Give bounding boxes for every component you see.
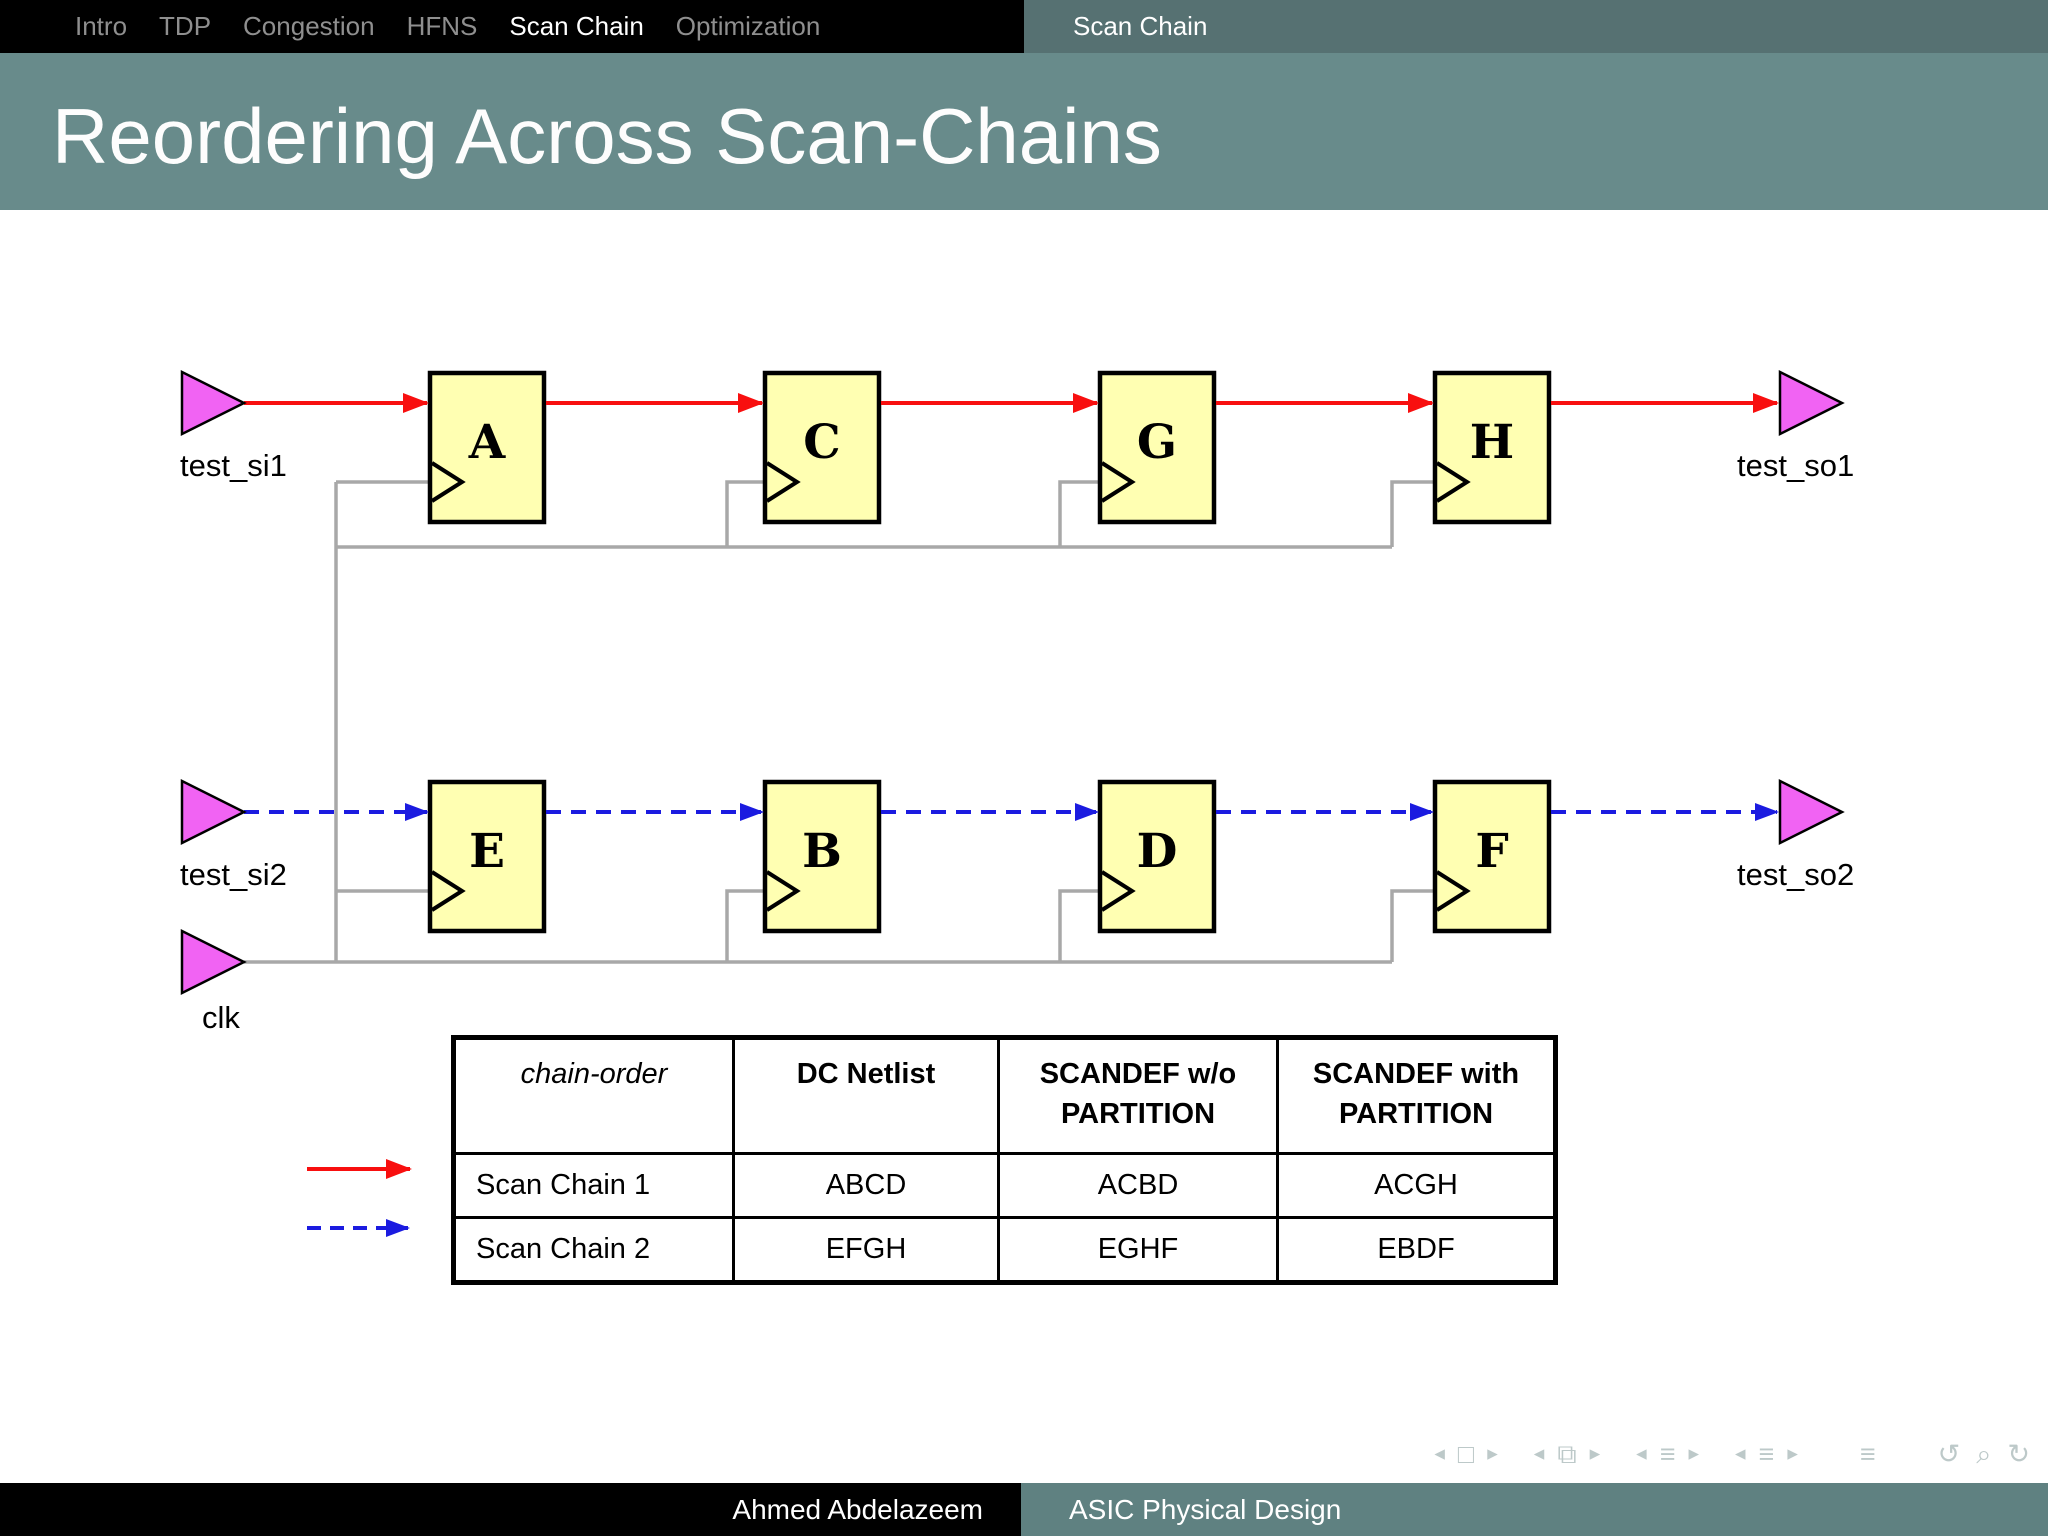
clock-pin-icon [765,461,801,503]
port-test-so2-icon [1778,778,1845,846]
frame-stack-icon[interactable]: ⧉ [1557,1439,1577,1469]
port-label-test-so2: test_so2 [1737,857,1855,892]
next-frame-icon[interactable]: ▸ [1589,1442,1601,1465]
clock-feed-F [1390,889,1438,962]
slide-icon[interactable]: □ [1457,1439,1475,1469]
flipflop-label-G: G [1136,415,1178,470]
port-label-test-si1: test_si1 [180,448,287,483]
footer-author: Ahmed Abdelazeem [732,1493,983,1525]
table-header-row: chain-order DC Netlist SCANDEF w/o PARTI… [452,1036,1557,1155]
subsection-list-icon[interactable]: ≡ [1659,1439,1676,1469]
col-header-scandef-wo: SCANDEF w/o PARTITION [997,1036,1279,1155]
port-triangles [180,369,1845,996]
flipflop-F [1432,779,1552,934]
forward-icon[interactable]: ↻ [2007,1439,2030,1469]
flipflop-C [762,370,882,525]
prev-subsection-icon[interactable]: ◂ [1636,1442,1647,1465]
next-section-icon[interactable]: ▸ [1787,1442,1798,1465]
prev-slide-icon[interactable]: ◂ [1434,1442,1445,1465]
flipflop-label-A: A [468,415,506,470]
port-test-si1-icon [180,369,247,437]
chain-order-table: chain-order DC Netlist SCANDEF w/o PARTI… [451,1035,1558,1285]
footer-title-box: ASIC Physical Design [1021,1483,2048,1536]
col-header-scandef-with: SCANDEF with PARTITION [1276,1036,1557,1155]
nav-item-hfns[interactable]: HFNS [406,11,478,41]
footer-bar: Ahmed Abdelazeem ASIC Physical Design [0,1483,2048,1536]
col-header-chain-order: chain-order [452,1036,735,1155]
clock-pin-chevrons [430,461,1471,912]
nav-item-scan-chain[interactable]: Scan Chain [509,11,644,41]
cell-chain2-scandef-wo: EGHF [997,1216,1279,1284]
clock-feed-D [1058,889,1103,962]
footer-author-box: Ahmed Abdelazeem [0,1483,1021,1536]
cell-chain2-dc-netlist: EFGH [732,1216,1000,1284]
port-clk-icon [180,928,247,996]
flipflop-label-B: B [802,824,842,879]
port-label-clk: clk [202,1000,240,1035]
cell-chain2-label: Scan Chain 2 [452,1216,735,1284]
clock-net [244,480,1438,964]
section-nav: Intro TDP Congestion HFNS Scan Chain Opt… [0,0,1024,53]
cell-chain1-dc-netlist: ABCD [732,1152,1000,1219]
beamer-navigation-symbols: ◂ □ ▸ ◂ ⧉ ▸ ◂ ≡ ▸ ◂ ≡ ▸ ≡ ↺ ⌕ ↻ [1434,1437,2030,1471]
section-list-icon[interactable]: ≡ [1758,1439,1775,1469]
back-icon[interactable]: ↺ [1937,1439,1961,1469]
table-row: Scan Chain 1 ABCD ACBD ACGH [452,1152,1557,1219]
clock-pin-icon [430,461,466,503]
flipflop-D [1097,779,1217,934]
flipflop-boxes [427,370,1552,934]
clock-pin-icon [430,870,466,912]
flipflop-H [1432,370,1552,525]
frame-title-band: Reordering Across Scan-Chains [0,53,2048,210]
flipflop-label-E: E [469,824,505,879]
clock-feed-H [1390,480,1438,547]
port-test-si2-icon [180,778,247,846]
next-slide-icon[interactable]: ▸ [1487,1442,1498,1465]
clock-feed-G [1058,480,1103,547]
port-label-test-so1: test_so1 [1737,448,1855,483]
flipflop-A [427,370,547,525]
next-subsection-icon[interactable]: ▸ [1688,1442,1699,1465]
clock-pin-icon [1100,870,1136,912]
clock-feed-C [725,480,768,547]
flipflop-label-C: C [803,415,841,470]
appendix-list-icon[interactable]: ≡ [1859,1439,1876,1469]
nav-item-intro[interactable]: Intro [75,11,128,41]
clock-pin-icon [1100,461,1136,503]
footer-presentation-title: ASIC Physical Design [1069,1493,1342,1525]
search-icon[interactable]: ⌕ [1976,1439,1992,1469]
col-header-dc-netlist: DC Netlist [732,1036,1000,1155]
flipflop-label-F: F [1475,824,1509,879]
clock-pin-icon [1435,870,1471,912]
top-navigation-bar: Intro TDP Congestion HFNS Scan Chain Opt… [0,0,2048,53]
flipflop-G [1097,370,1217,525]
cell-chain1-label: Scan Chain 1 [452,1152,735,1219]
current-section-label: Scan Chain [1073,11,1208,41]
clock-pin-icon [1435,461,1471,503]
flipflop-label-H: H [1469,415,1515,470]
page-title: Reordering Across Scan-Chains [52,92,1162,180]
nav-item-tdp[interactable]: TDP [159,11,212,41]
flipflop-label-D: D [1136,824,1178,879]
prev-frame-icon[interactable]: ◂ [1533,1442,1545,1465]
clock-pin-icon [765,870,801,912]
cell-chain2-scandef-with: EBDF [1276,1216,1557,1284]
prev-section-icon[interactable]: ◂ [1735,1442,1746,1465]
flipflop-E [427,779,547,934]
current-section-strip: Scan Chain [1024,0,2048,53]
port-test-so1-icon [1778,369,1845,437]
table-row: Scan Chain 2 EFGH EGHF EBDF [452,1216,1557,1284]
cell-chain1-scandef-with: ACGH [1276,1152,1557,1219]
nav-item-congestion[interactable]: Congestion [243,11,375,41]
flipflop-B [762,779,882,934]
nav-item-optimization[interactable]: Optimization [675,11,821,41]
cell-chain1-scandef-wo: ACBD [997,1152,1279,1219]
port-label-test-si2: test_si2 [180,857,287,892]
clock-feed-B [725,889,768,962]
